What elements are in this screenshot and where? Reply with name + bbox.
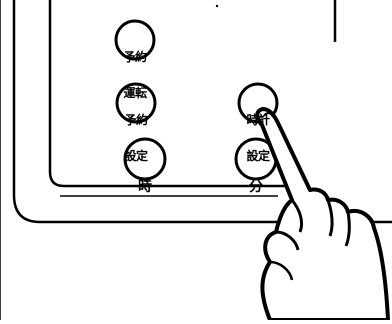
minute-label: 分 bbox=[236, 152, 276, 222]
button-panel-outline bbox=[48, 0, 300, 188]
pointing-hand-icon bbox=[255, 107, 390, 322]
hour-line1: 時 bbox=[138, 179, 152, 195]
reservation-run-label: 予約 運転 bbox=[115, 27, 155, 123]
hour-button[interactable] bbox=[123, 137, 167, 181]
reservation-set-line2: 設定 bbox=[124, 149, 148, 163]
reservation-run-line1: 予約 bbox=[123, 50, 147, 64]
remote-body-outline bbox=[12, 0, 392, 224]
hour-label: 時 bbox=[125, 152, 165, 222]
clock-set-label: 時計 設定 bbox=[238, 90, 278, 186]
clock-set-line2: 設定 bbox=[246, 149, 270, 163]
clock-set-line1: 時計 bbox=[246, 113, 270, 127]
reservation-run-button[interactable] bbox=[114, 19, 156, 61]
reservation-run-line2: 運転 bbox=[123, 86, 147, 100]
reservation-set-label: 予約 設定 bbox=[116, 90, 156, 186]
reservation-set-line1: 予約 bbox=[124, 113, 148, 127]
reservation-set-button[interactable] bbox=[115, 82, 157, 124]
speck bbox=[215, 4, 219, 8]
minute-line1: 分 bbox=[249, 179, 263, 195]
